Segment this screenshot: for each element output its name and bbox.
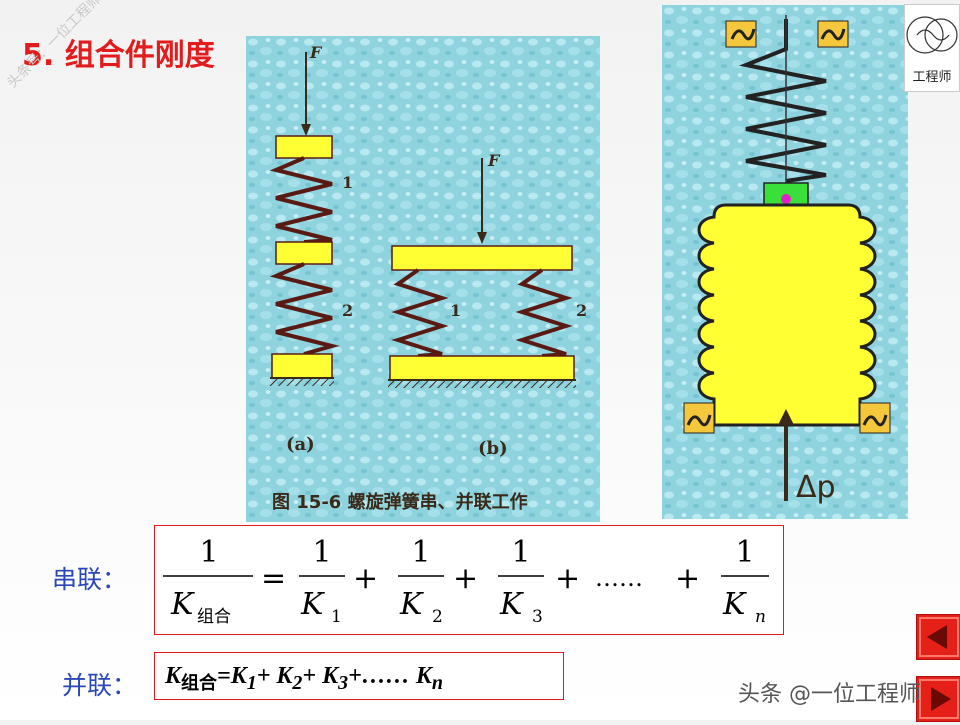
force-label-b: F (487, 151, 501, 170)
ellipsis: …… (595, 564, 643, 592)
term3-subscript: 3 (532, 607, 543, 627)
term2-numerator: 1 (411, 535, 430, 570)
triangle-left-icon (919, 617, 959, 657)
plus-sign-4: + (675, 561, 700, 596)
series-formula-box: 1 K 组合 = 1 K 1 + 1 K 2 + 1 K 3 + …… + 1 … (154, 525, 784, 635)
parallel-label: 并联： (62, 671, 138, 700)
equals-sign: = (261, 561, 286, 596)
triangle-right-icon (919, 679, 959, 719)
spring-label-1b: 1 (450, 301, 461, 320)
next-slide-button[interactable] (916, 676, 960, 722)
lhs-subscript: 组合 (197, 607, 231, 627)
lhs-denominator: K (170, 587, 195, 622)
term3-denominator: K (499, 587, 524, 622)
lhs-numerator: 1 (199, 535, 218, 570)
term3-numerator: 1 (511, 535, 530, 570)
bellows-figure: Δp (662, 5, 908, 519)
series-label: 串联： (52, 565, 128, 594)
spring-label-2a: 2 (342, 301, 353, 320)
logo-caption: 工程师 (912, 70, 952, 85)
footer-watermark: 头条 @一位工程师 (738, 682, 921, 707)
plus-sign-3: + (555, 561, 580, 596)
plus-sign-2: + (453, 561, 478, 596)
figure-caption: 图 15-6 螺旋弹簧串、并联工作 (272, 491, 528, 513)
term1-denominator: K (300, 587, 325, 622)
parallel-formula: K组合=K1+ K2+ K3+…… Kn (165, 663, 443, 694)
pressure-label: Δp (796, 470, 836, 505)
parallel-formula-box: K组合=K1+ K2+ K3+…… Kn (154, 652, 564, 700)
termn-numerator: 1 (735, 535, 754, 570)
channel-logo (904, 4, 960, 92)
spring-label-1a: 1 (342, 173, 353, 192)
parallel-spring-assembly: F 1 2 (b) (388, 151, 587, 459)
force-label-a: F (309, 43, 323, 62)
termn-subscript: n (755, 607, 766, 627)
term1-subscript: 1 (331, 607, 342, 627)
subfigure-b-label: (b) (478, 438, 508, 459)
plus-sign-1: + (353, 561, 378, 596)
springs-figure: F 1 2 (a) F 1 2 (b) 图 15-6 (246, 36, 600, 522)
subfigure-a-label: (a) (286, 434, 315, 455)
term1-numerator: 1 (312, 535, 331, 570)
series-spring-assembly: F 1 2 (a) (269, 43, 353, 455)
term2-subscript: 2 (432, 607, 443, 627)
termn-denominator: K (722, 587, 747, 622)
spring-label-2b: 2 (576, 301, 587, 320)
term2-denominator: K (399, 587, 424, 622)
prev-slide-button[interactable] (916, 614, 960, 660)
slide-title: 5. 组合件刚度 (22, 38, 215, 73)
